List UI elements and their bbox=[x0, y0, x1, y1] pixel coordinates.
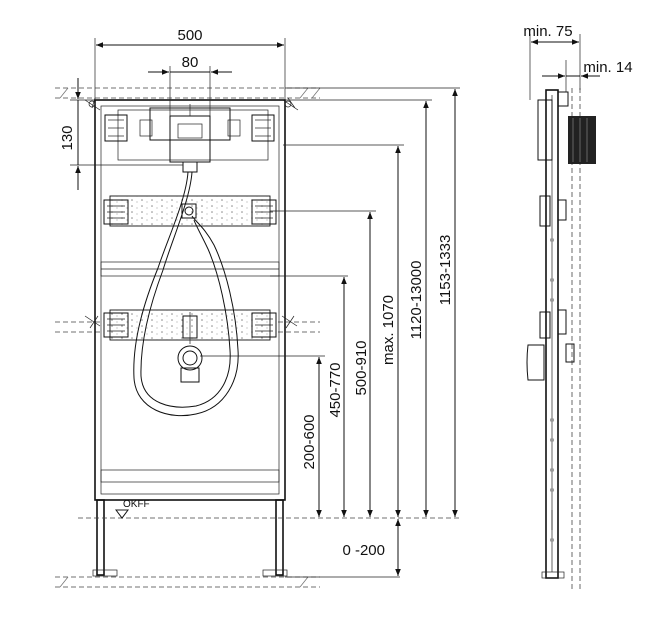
spacing-dimension: 80 bbox=[148, 54, 232, 116]
width-label: 500 bbox=[177, 27, 202, 44]
min-75-label: min. 75 bbox=[523, 23, 572, 40]
side-view: min. 75 min. 14 bbox=[523, 23, 633, 590]
dim-1153-1333: 1153-1333 bbox=[437, 235, 454, 306]
hose bbox=[133, 171, 239, 417]
spacing-label: 80 bbox=[182, 54, 199, 71]
lower-mounting-plate bbox=[103, 309, 277, 383]
dim-500-910: 500-910 bbox=[353, 340, 370, 395]
vertical-dimensions: 200-600 450-770 500-910 max. 1070 1120-1… bbox=[200, 87, 460, 578]
dim-450-770: 450-770 bbox=[327, 362, 344, 417]
feet bbox=[92, 499, 288, 577]
top-brackets bbox=[84, 97, 299, 329]
dim-1120-13000: 1120-13000 bbox=[408, 261, 425, 340]
front-view: OKFF 500 80 130 bbox=[55, 27, 460, 588]
floor-hatch bbox=[55, 576, 320, 588]
mid-hatch bbox=[55, 321, 320, 333]
floor-level-marker: OKFF bbox=[78, 499, 460, 519]
height-130-dimension: 130 bbox=[59, 78, 183, 190]
upper-mounting-plate bbox=[104, 104, 275, 173]
min-14-dimension: min. 14 bbox=[542, 59, 633, 92]
height-130-label: 130 bbox=[59, 125, 76, 150]
width-dimension: 500 bbox=[94, 27, 286, 100]
okff-label: OKFF bbox=[123, 499, 150, 510]
main-frame bbox=[94, 99, 286, 501]
middle-mounting-plate bbox=[103, 195, 277, 227]
dim-200-600: 200-600 bbox=[301, 414, 318, 469]
ceiling-hatch bbox=[55, 87, 321, 99]
min-75-dimension: min. 75 bbox=[523, 23, 581, 100]
dim-0-200: 0 -200 bbox=[342, 542, 385, 559]
min-14-label: min. 14 bbox=[583, 59, 632, 76]
dim-max-1070: max. 1070 bbox=[380, 295, 397, 365]
